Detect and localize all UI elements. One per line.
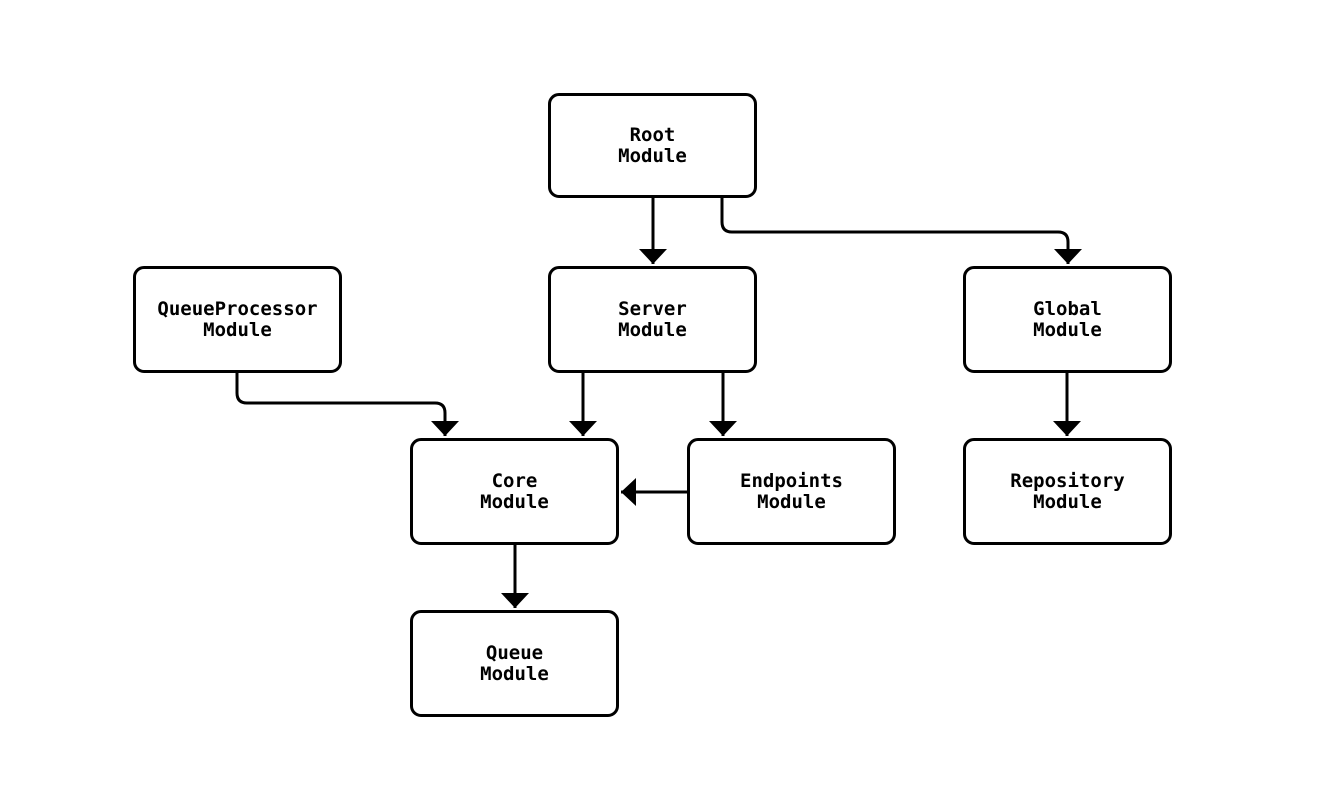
node-server-module-label: Server Module bbox=[618, 297, 687, 341]
node-endpoints-module-label: Endpoints Module bbox=[740, 469, 843, 513]
node-root-module-label: Root Module bbox=[618, 123, 687, 167]
node-queue-module-label: Queue Module bbox=[480, 641, 549, 685]
node-root-module: Root Module bbox=[548, 93, 757, 198]
node-queueprocessor-module-label: QueueProcessor Module bbox=[157, 297, 318, 341]
node-queue-module: Queue Module bbox=[410, 610, 619, 717]
node-repository-module-label: Repository Module bbox=[1010, 469, 1125, 513]
node-global-module-label: Global Module bbox=[1033, 297, 1102, 341]
node-core-module-label: Core Module bbox=[480, 469, 549, 513]
node-core-module: Core Module bbox=[410, 438, 619, 545]
node-server-module: Server Module bbox=[548, 266, 757, 373]
node-queueprocessor-module: QueueProcessor Module bbox=[133, 266, 342, 373]
edge-root-to-global bbox=[720, 198, 1082, 264]
node-endpoints-module: Endpoints Module bbox=[687, 438, 896, 545]
edge-queueprocessor-to-core bbox=[235, 373, 459, 436]
node-global-module: Global Module bbox=[963, 266, 1172, 373]
node-repository-module: Repository Module bbox=[963, 438, 1172, 545]
